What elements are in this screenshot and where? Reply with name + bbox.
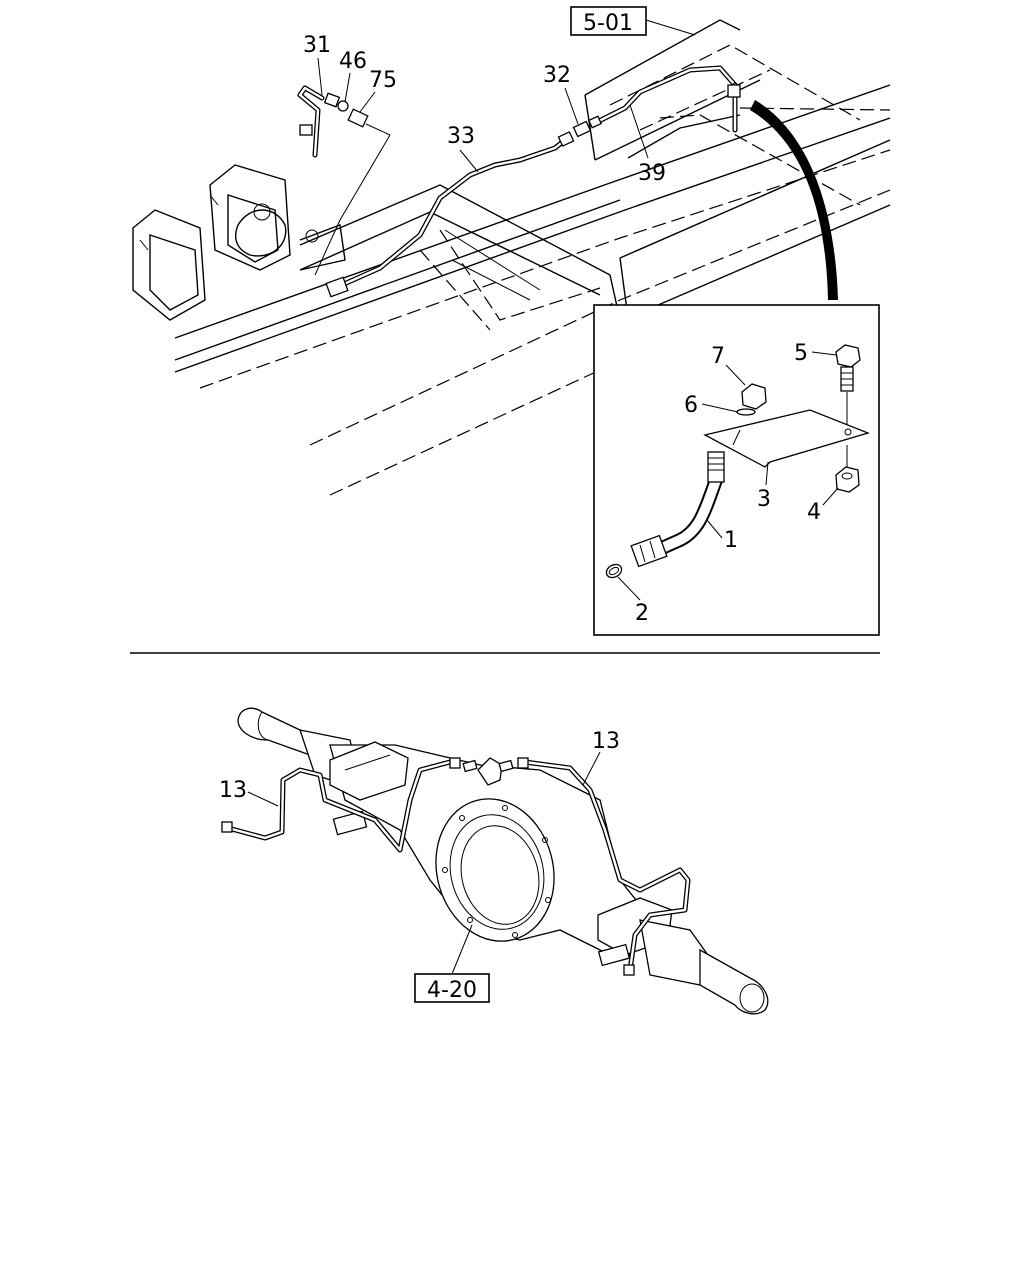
reference-box-5-01: 5-01 [570,6,696,36]
leader-75-pipe [314,134,391,276]
callout-6: 6 [684,393,739,418]
callout-1: 1 [706,519,738,553]
nut-4 [835,445,860,493]
callout-46: 46 [339,49,367,103]
brake-pipe-39 [594,65,741,133]
reference-box-4-20: 4-20 [414,924,490,1003]
rear-axle-housing [237,707,769,1015]
brake-pipe-33 [325,131,575,298]
svg-text:46: 46 [339,49,367,74]
pipe-clip-31 [297,85,341,158]
callout-39: 39 [629,104,666,186]
callout-4: 4 [807,487,839,525]
o-ring-2 [605,563,623,579]
axle-brake-pipe-13-left [221,757,461,853]
callout-2: 2 [617,576,649,626]
callout-33: 33 [447,124,479,173]
svg-text:4-20: 4-20 [427,978,477,1003]
callout-13-right: 13 [582,729,620,786]
svg-text:13: 13 [592,729,620,754]
svg-text:13: 13 [219,778,247,803]
detail-flow-arrow [750,100,838,300]
svg-text:39: 39 [638,161,666,186]
callout-32: 32 [543,63,579,125]
svg-text:1: 1 [724,528,738,553]
fitting-32 [572,115,603,138]
svg-text:7: 7 [711,344,725,369]
svg-text:4: 4 [807,500,821,525]
svg-text:33: 33 [447,124,475,149]
callout-31: 31 [303,33,331,96]
fitting-46 [337,100,349,112]
svg-text:3: 3 [757,487,771,512]
flex-hose-1 [630,451,725,568]
svg-text:2: 2 [635,601,649,626]
callout-75: 75 [359,68,397,113]
svg-text:5: 5 [794,341,808,366]
callout-5: 5 [794,341,837,366]
svg-text:31: 31 [303,33,331,58]
bracket-3 [703,409,870,468]
callout-3: 3 [757,461,771,512]
nut-7 [741,383,767,410]
callout-13-left: 13 [219,778,279,807]
detail-box: 7 5 6 3 4 1 2 [593,304,880,636]
callout-7: 7 [711,344,746,386]
svg-text:6: 6 [684,393,698,418]
axle-brake-pipe-13-right [517,757,691,976]
svg-text:75: 75 [369,68,397,93]
union-75 [347,108,391,136]
svg-text:32: 32 [543,63,571,88]
bolt-5 [835,344,861,425]
svg-text:5-01: 5-01 [583,11,633,36]
